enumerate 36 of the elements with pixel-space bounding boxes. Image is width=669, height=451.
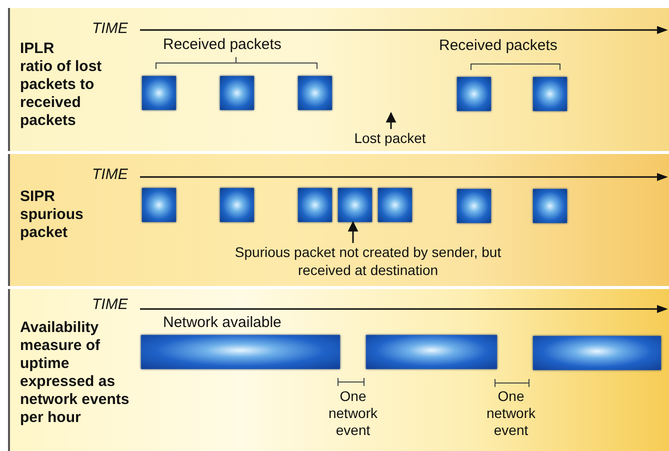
axis-label: TIME	[92, 20, 128, 38]
annotation-text: Spurious packet not created by sender, but received at destination	[230, 243, 506, 279]
packet-square	[298, 188, 332, 222]
group-label: Network available	[163, 314, 282, 332]
arrow	[348, 220, 358, 243]
panel-heading: Availability	[20, 319, 100, 337]
arrow	[386, 112, 396, 129]
packet-square	[142, 188, 176, 222]
packet-square	[378, 188, 412, 222]
packet-square	[298, 76, 332, 110]
packet-square	[220, 188, 254, 222]
panel-background	[8, 8, 669, 151]
panel-heading: IPLR	[20, 40, 56, 58]
panel-description: ratio of lost packets to received packets	[20, 58, 103, 130]
interval-label: One network event	[485, 388, 537, 439]
panel-description: spurious packet	[20, 206, 84, 242]
packet-square	[533, 77, 567, 111]
uptime-bar	[366, 335, 497, 369]
packet-square	[338, 188, 372, 222]
axis-label: TIME	[92, 296, 128, 314]
panel-heading: SIPR	[20, 188, 56, 206]
panel-description: measure of uptime expressed as network events per hour	[20, 337, 130, 427]
axis-label: TIME	[92, 166, 128, 184]
panel-background	[8, 289, 669, 451]
group-label: Received packets	[439, 37, 558, 55]
interval-label: One network event	[327, 388, 379, 439]
packet-square	[457, 77, 491, 111]
annotation-text: Lost packet	[337, 129, 443, 147]
uptime-bar	[533, 336, 661, 370]
uptime-bar	[141, 335, 340, 369]
packet-square	[142, 76, 176, 110]
packet-square	[533, 189, 567, 223]
packet-square	[457, 189, 491, 223]
panel-background	[8, 154, 669, 286]
packet-square	[220, 76, 254, 110]
group-label: Received packets	[163, 36, 282, 54]
